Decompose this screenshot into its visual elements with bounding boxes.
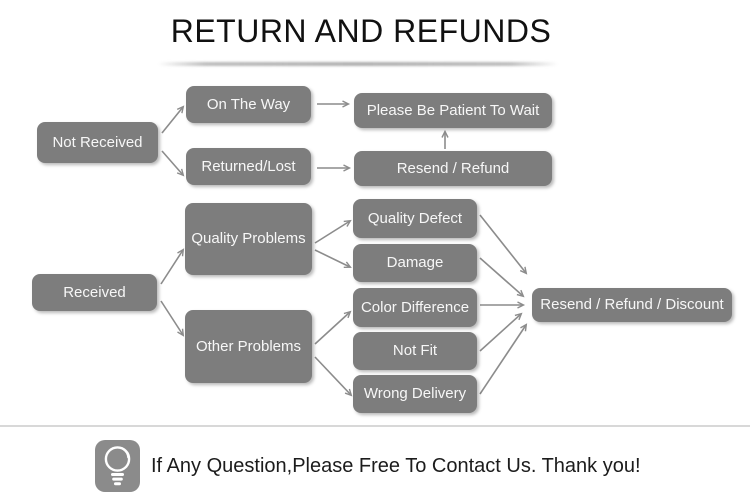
node-on-the-way: On The Way xyxy=(186,86,311,123)
edge-other_problems-to-wrong_delivery xyxy=(314,356,353,397)
node-quality-defect: Quality Defect xyxy=(353,199,477,238)
node-other-problems: Other Problems xyxy=(185,310,312,383)
footer-text: If Any Question,Please Free To Contact U… xyxy=(151,454,641,477)
node-not-received: Not Received xyxy=(37,122,158,163)
node-returned-lost: Returned/Lost xyxy=(186,148,311,185)
node-received: Received xyxy=(32,274,157,311)
edge-not_received-to-returned_lost xyxy=(161,150,185,177)
edge-quality_problems-to-damage xyxy=(314,249,352,268)
footer-note: If Any Question,Please Free To Contact U… xyxy=(0,432,750,500)
page-title: RETURN AND REFUNDS xyxy=(170,13,552,49)
edge-quality_defect-to-resend_refund_discount xyxy=(479,214,528,275)
edge-quality_problems-to-quality_defect xyxy=(314,219,352,244)
node-color-difference: Color Difference xyxy=(353,288,477,327)
node-resend-refund: Resend / Refund xyxy=(354,151,552,186)
node-quality-problems: Quality Problems xyxy=(185,203,312,275)
edge-received-to-quality_problems xyxy=(160,248,185,285)
edge-wrong_delivery-to-resend_refund_discount xyxy=(479,323,528,395)
footer-divider xyxy=(0,425,750,427)
light-bulb-icon xyxy=(95,440,140,492)
edge-received-to-other_problems xyxy=(160,300,185,337)
edge-other_problems-to-color_difference xyxy=(314,310,352,345)
title-underline xyxy=(158,62,558,66)
edge-damage-to-resend_refund_discount xyxy=(479,257,525,298)
node-damage: Damage xyxy=(353,244,477,282)
node-not-fit: Not Fit xyxy=(353,332,477,370)
node-please-be-patient-to-wait: Please Be Patient To Wait xyxy=(354,93,552,128)
node-resend-refund-discount: Resend / Refund / Discount xyxy=(532,288,732,322)
edge-not_received-to-on_the_way xyxy=(161,105,185,134)
edge-not_fit-to-resend_refund_discount xyxy=(479,312,523,352)
node-wrong-delivery: Wrong Delivery xyxy=(353,375,477,413)
